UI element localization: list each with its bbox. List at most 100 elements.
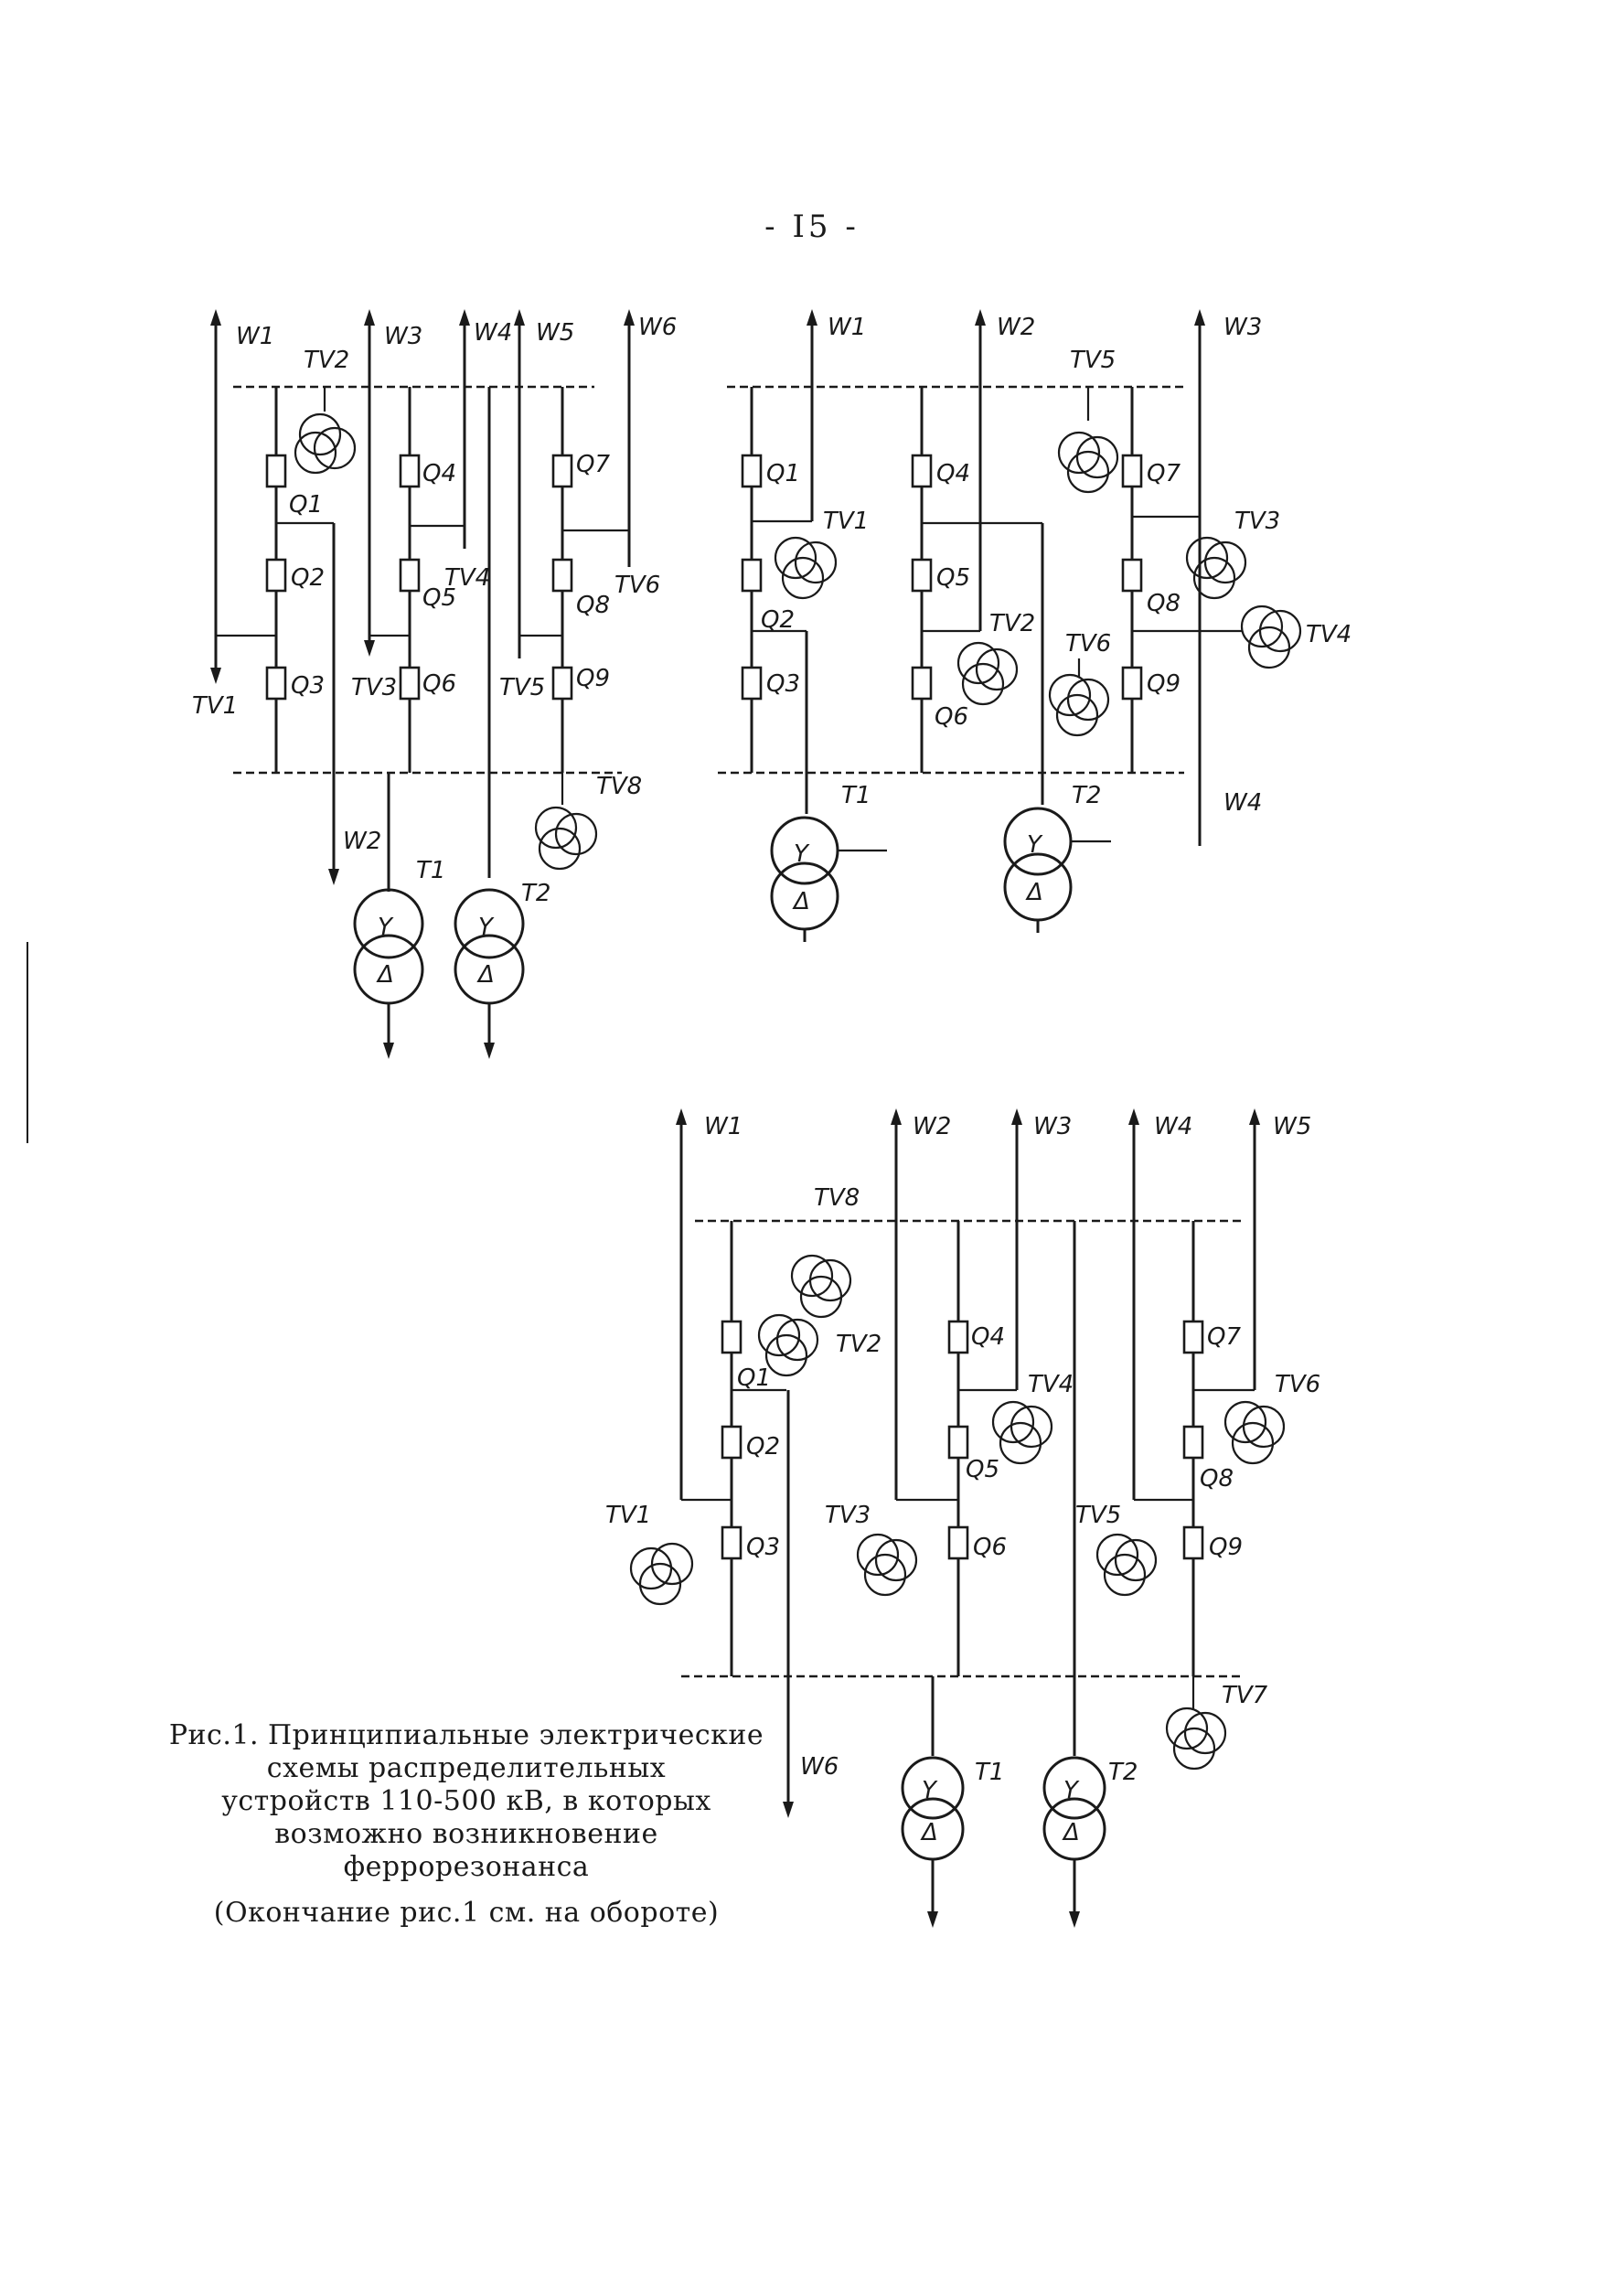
label-q2: Q2 (746, 1433, 780, 1460)
label-tv2: TV2 (836, 1331, 881, 1358)
label-tv1: TV1 (823, 508, 869, 535)
label-w4: W4 (1154, 1113, 1192, 1140)
breaker-q2 (265, 558, 287, 593)
t2-star: Y (1063, 1777, 1080, 1804)
label-tv5: TV5 (499, 674, 545, 701)
label-q5: Q5 (422, 584, 456, 612)
label-tv7: TV7 (1222, 1682, 1268, 1709)
label-q1: Q1 (289, 491, 323, 519)
label-q7: Q7 (1207, 1323, 1241, 1351)
label-q3: Q3 (746, 1534, 780, 1561)
t1-star: Y (922, 1777, 938, 1804)
diagram-a: W1 Q1 Q2 Q3 TV1 W2 TV2 W3 Q4 Q5 Q6 TV3 W… (192, 309, 677, 1059)
t1-star: Y (378, 914, 394, 941)
label-w2: W2 (343, 828, 381, 855)
t2-delta: Δ (1062, 1819, 1080, 1846)
breaker-q6 (947, 1525, 969, 1560)
label-tv2: TV2 (304, 347, 349, 374)
label-q6: Q6 (935, 703, 968, 731)
label-tv6: TV6 (1275, 1371, 1320, 1398)
label-w6: W6 (638, 314, 677, 341)
label-w1: W1 (704, 1113, 743, 1140)
label-q4: Q4 (422, 460, 456, 487)
caption-line: возможно возникновение (274, 1818, 658, 1850)
diagram-b: W1 Q1 Q2 Q3 TV1 Y Δ T1 W2 Q4 Q5 Q6 Y Δ T… (718, 309, 1352, 942)
breaker-q2 (721, 1425, 743, 1460)
caption-line: Рис.1. Принципиальные электрические (168, 1719, 764, 1751)
t1-delta: Δ (920, 1819, 938, 1846)
t2-star: Y (1027, 831, 1043, 859)
label-w3: W3 (1033, 1113, 1072, 1140)
page-number: - I5 - (764, 209, 860, 245)
label-w3: W3 (384, 323, 422, 350)
breaker-q4 (911, 454, 933, 488)
breaker-q7 (551, 454, 573, 488)
label-q3: Q3 (291, 672, 325, 700)
label-q6: Q6 (973, 1534, 1007, 1561)
breaker-q6 (911, 666, 933, 701)
label-tv5: TV5 (1075, 1502, 1121, 1529)
margin-rule (27, 942, 28, 1143)
breaker-q8 (1182, 1425, 1204, 1460)
breaker-q6 (399, 666, 421, 701)
t1-delta: Δ (376, 961, 394, 989)
label-w5: W5 (1273, 1113, 1311, 1140)
label-t2: T2 (521, 880, 550, 907)
label-q2: Q2 (761, 606, 795, 634)
figure-caption: Рис.1. Принципиальные электрические схем… (137, 1719, 796, 1930)
label-tv5: TV5 (1070, 347, 1116, 374)
label-q8: Q8 (1200, 1465, 1234, 1493)
breaker-q3 (741, 666, 763, 701)
breaker-q3 (721, 1525, 743, 1560)
breaker-q1 (721, 1320, 743, 1354)
label-tv3: TV3 (1234, 508, 1280, 535)
label-q7: Q7 (1147, 460, 1181, 487)
label-q7: Q7 (576, 451, 610, 478)
breaker-q8 (1121, 558, 1143, 593)
label-q1: Q1 (737, 1364, 771, 1392)
label-w2: W2 (913, 1113, 951, 1140)
diagram-c: W1 TV1 Q1 Q2 Q3 TV8 TV2 W6 W2 TV3 Q4 Q5 … (605, 1108, 1320, 1928)
breaker-q5 (399, 558, 421, 593)
label-q5: Q5 (936, 564, 970, 592)
breaker-q1 (265, 454, 287, 488)
label-q2: Q2 (291, 564, 325, 592)
label-tv1: TV1 (605, 1502, 651, 1529)
t2-delta: Δ (476, 961, 495, 989)
t2-delta: Δ (1025, 879, 1043, 906)
label-t1: T1 (416, 857, 445, 884)
label-q9: Q9 (576, 665, 610, 692)
label-q8: Q8 (1147, 590, 1181, 617)
breaker-q4 (399, 454, 421, 488)
breaker-q9 (1182, 1525, 1204, 1560)
breaker-q8 (551, 558, 573, 593)
label-tv1: TV1 (192, 692, 238, 720)
breaker-q7 (1121, 454, 1143, 488)
label-q8: Q8 (576, 592, 610, 619)
label-w4: W4 (474, 319, 512, 347)
label-q4: Q4 (936, 460, 970, 487)
label-w1: W1 (236, 323, 274, 350)
breaker-q4 (947, 1320, 969, 1354)
breaker-q5 (911, 558, 933, 593)
label-t2: T2 (1072, 782, 1101, 809)
label-tv3: TV3 (825, 1502, 871, 1529)
label-q6: Q6 (422, 670, 456, 698)
label-t1: T1 (841, 782, 871, 809)
t1-star: Y (794, 840, 810, 868)
label-q9: Q9 (1209, 1534, 1243, 1561)
label-tv4: TV4 (1028, 1371, 1074, 1398)
breaker-q9 (551, 666, 573, 701)
caption-line: схемы распределительных (266, 1752, 667, 1784)
t1-delta: Δ (792, 888, 810, 915)
label-w1: W1 (828, 314, 866, 341)
label-tv8: TV8 (814, 1184, 860, 1212)
label-tv2: TV2 (989, 610, 1035, 637)
label-tv4: TV4 (444, 564, 490, 592)
breaker-q5 (947, 1425, 969, 1460)
caption-line: феррорезонанса (343, 1851, 590, 1883)
breaker-q9 (1121, 666, 1143, 701)
label-tv4: TV4 (1306, 621, 1352, 648)
label-tv3: TV3 (351, 674, 397, 701)
label-q5: Q5 (966, 1456, 999, 1483)
